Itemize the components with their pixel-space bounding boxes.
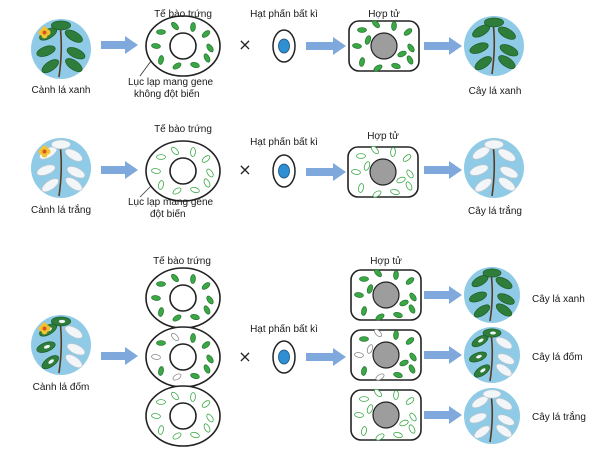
egg-cell-row3-mixed (145, 326, 221, 388)
branch-variegated-image (31, 315, 91, 375)
egg-cell-row1 (145, 15, 221, 77)
result-label-row3-variegated: Cây lá đốm (532, 352, 583, 363)
branch-label-white: Cành lá trắng (30, 205, 92, 216)
pollen-label-row2: Hạt phấn bất kì (250, 137, 318, 148)
arrow-row2-1 (101, 161, 138, 179)
result-plant-row3-green (464, 267, 520, 323)
arrow-row1-1 (101, 36, 138, 54)
result-plant-row2 (464, 138, 524, 198)
arrow-row1-2 (306, 37, 346, 55)
chloroplast-note-line1-row1: Lục lạp mang gene (128, 77, 214, 88)
egg-cell-row2 (145, 140, 221, 202)
result-plant-row3-white (464, 388, 520, 444)
arrow-row2-3 (424, 161, 462, 179)
zygote-row1 (348, 19, 420, 72)
chloroplast-note-line2-row2: đột biến (150, 209, 186, 220)
chloroplast-note-line1-row2: Lục lạp mang gene (128, 197, 214, 208)
egg-cell-row3-white (145, 385, 221, 447)
pointer-line-row2 (139, 185, 152, 198)
pollen-label-row1: Hạt phấn bất kì (250, 9, 318, 20)
egg-label-row3: Tế bào trứng (153, 256, 211, 267)
branch-label-variegated: Cành lá đốm (32, 382, 90, 393)
pollen-label-row3: Hạt phấn bất kì (250, 324, 318, 335)
zygote-row3-white (350, 388, 422, 441)
zygote-row2 (347, 145, 419, 198)
result-label-row3-white: Cây lá trắng (532, 412, 586, 423)
arrow-row3-3a (424, 286, 462, 304)
egg-cell-row3-green (145, 267, 221, 329)
result-plant-row1 (464, 16, 524, 76)
zygote-row3-green (350, 268, 422, 321)
result-label-row3-green: Cây lá xanh (532, 294, 585, 305)
branch-white-image (31, 138, 91, 198)
zygote-row3-mixed (350, 328, 422, 381)
pointer-line-row1 (139, 60, 152, 77)
multiply-sign-row3: × (238, 347, 252, 366)
arrow-row2-2 (306, 163, 346, 181)
multiply-sign-row1: × (238, 35, 252, 54)
arrow-row3-2 (306, 348, 346, 366)
zygote-label-row2: Hợp tử (367, 131, 399, 142)
arrow-row3-3b (424, 346, 462, 364)
egg-label-row1: Tế bào trứng (154, 9, 212, 20)
branch-label-green: Cành lá xanh (31, 85, 91, 96)
pollen-grain-row1 (272, 29, 296, 63)
zygote-label-row3: Hợp tử (370, 256, 402, 267)
arrow-row3-1 (101, 347, 138, 365)
result-label-row2: Cây lá trắng (468, 206, 522, 217)
result-label-row1: Cây lá xanh (468, 86, 522, 97)
egg-label-row2: Tế bào trứng (154, 124, 212, 135)
zygote-label-row1: Hợp tử (368, 9, 400, 20)
arrow-row3-3c (424, 406, 462, 424)
pollen-grain-row3 (272, 340, 296, 374)
branch-green-image (31, 19, 91, 79)
multiply-sign-row2: × (238, 160, 252, 179)
result-plant-row3-variegated (464, 327, 520, 383)
arrow-row1-3 (424, 37, 462, 55)
pollen-grain-row2 (272, 154, 296, 188)
chloroplast-note-line2-row1: không đột biến (134, 89, 200, 100)
